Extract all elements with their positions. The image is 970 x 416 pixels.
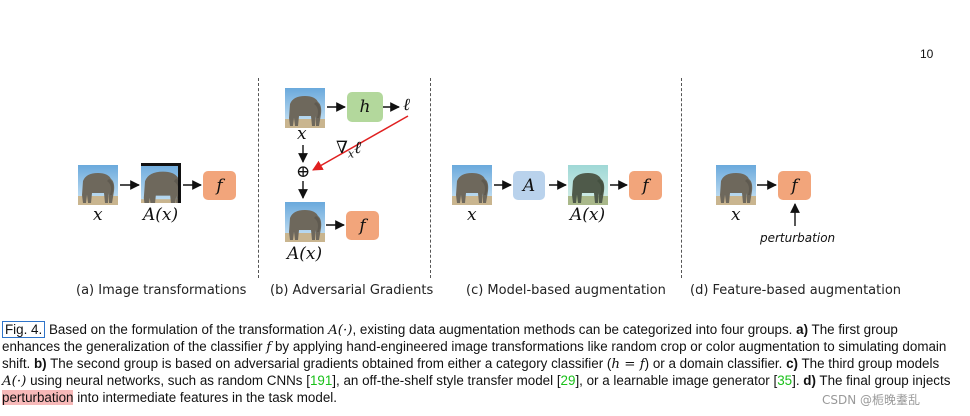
panel-caption-a: (a) Image transformations <box>76 283 247 298</box>
caption-text: ]. <box>792 373 804 388</box>
panel-divider <box>258 78 259 278</box>
f-label: f <box>642 175 649 196</box>
citation-link[interactable]: 191 <box>309 373 333 388</box>
gradient-loss: ℓ <box>354 138 362 158</box>
ax-label: A(x) <box>570 205 606 225</box>
citation-link[interactable]: 29 <box>560 373 576 388</box>
caption-text: The second group is based on adversarial… <box>46 356 612 371</box>
classifier-f-box: f <box>629 171 662 200</box>
gradient-label: ∇xℓ <box>336 138 361 160</box>
caption-text: , existing data augmentation methods can… <box>352 322 797 337</box>
panel-divider <box>681 78 682 278</box>
page-number: 10 <box>920 47 934 61</box>
stylized-elephant-image <box>568 165 608 205</box>
cropped-elephant-image <box>141 163 181 203</box>
elephant-image <box>716 165 756 205</box>
math-inline: A(·) <box>328 323 353 338</box>
caption-text: ) or a domain classifier. <box>644 356 787 371</box>
figure-caption: Fig. 4. Based on the formulation of the … <box>2 321 952 406</box>
caption-bold: d) <box>803 373 816 388</box>
caption-text: ], or a learnable image generator [ <box>575 373 778 388</box>
caption-text: Based on the formulation of the transfor… <box>45 322 329 337</box>
x-label: x <box>297 124 307 144</box>
caption-text: ], an off-the-shelf style transfer model… <box>332 373 561 388</box>
ax-label: A(x) <box>287 244 323 264</box>
figure-label: Fig. 4. <box>2 321 46 338</box>
watermark: CSDN @栀晚耋乱 <box>822 393 921 407</box>
elephant-image <box>285 202 325 242</box>
classifier-f-box: f <box>346 211 379 240</box>
panel-divider <box>430 78 431 278</box>
h-label: h <box>359 97 371 117</box>
classifier-f-box: f <box>778 171 811 200</box>
elephant-image <box>285 88 325 128</box>
caption-text: by applying hand-engineered image transf… <box>2 339 947 371</box>
oplus-symbol: ⊕ <box>296 162 311 182</box>
classifier-h-box: h <box>347 92 383 122</box>
perturbation-label: perturbation <box>760 231 836 245</box>
highlighted-text: perturbation <box>2 390 74 405</box>
math-inline: f <box>266 340 272 355</box>
caption-text: into intermediate features in the task m… <box>73 390 337 405</box>
loss-label: ℓ <box>403 95 411 115</box>
x-label: x <box>467 205 477 225</box>
panel-caption-d: (d) Feature-based augmentation <box>690 283 902 298</box>
x-label: x <box>93 205 103 225</box>
citation-link[interactable]: 35 <box>777 373 793 388</box>
math-inline: h = f <box>611 357 645 372</box>
caption-text: The final group injects <box>815 373 951 388</box>
panel-caption-c: (c) Model-based augmentation <box>466 283 666 298</box>
caption-bold: c) <box>786 356 798 371</box>
A-label: A <box>522 175 536 196</box>
elephant-image <box>452 165 492 205</box>
classifier-f-box: f <box>203 171 236 200</box>
caption-text: using neural networks, such as random CN… <box>26 373 310 388</box>
caption-text: The first group enhances the generalizat… <box>2 322 898 354</box>
caption-bold: b) <box>34 356 47 371</box>
f-label: f <box>359 215 366 236</box>
panel-caption-b: (b) Adversarial Gradients <box>270 283 434 298</box>
elephant-image <box>78 165 118 205</box>
gradient-subscript: x <box>347 147 355 161</box>
x-label: x <box>731 205 741 225</box>
caption-text: The third group models <box>798 356 940 371</box>
augmenter-A-box: A <box>513 171 545 200</box>
f-label: f <box>791 175 798 196</box>
ax-label: A(x) <box>143 205 179 225</box>
caption-bold: a) <box>796 322 809 337</box>
math-inline: A(·) <box>2 374 27 389</box>
nabla-symbol: ∇ <box>336 138 348 158</box>
f-label: f <box>216 175 223 196</box>
